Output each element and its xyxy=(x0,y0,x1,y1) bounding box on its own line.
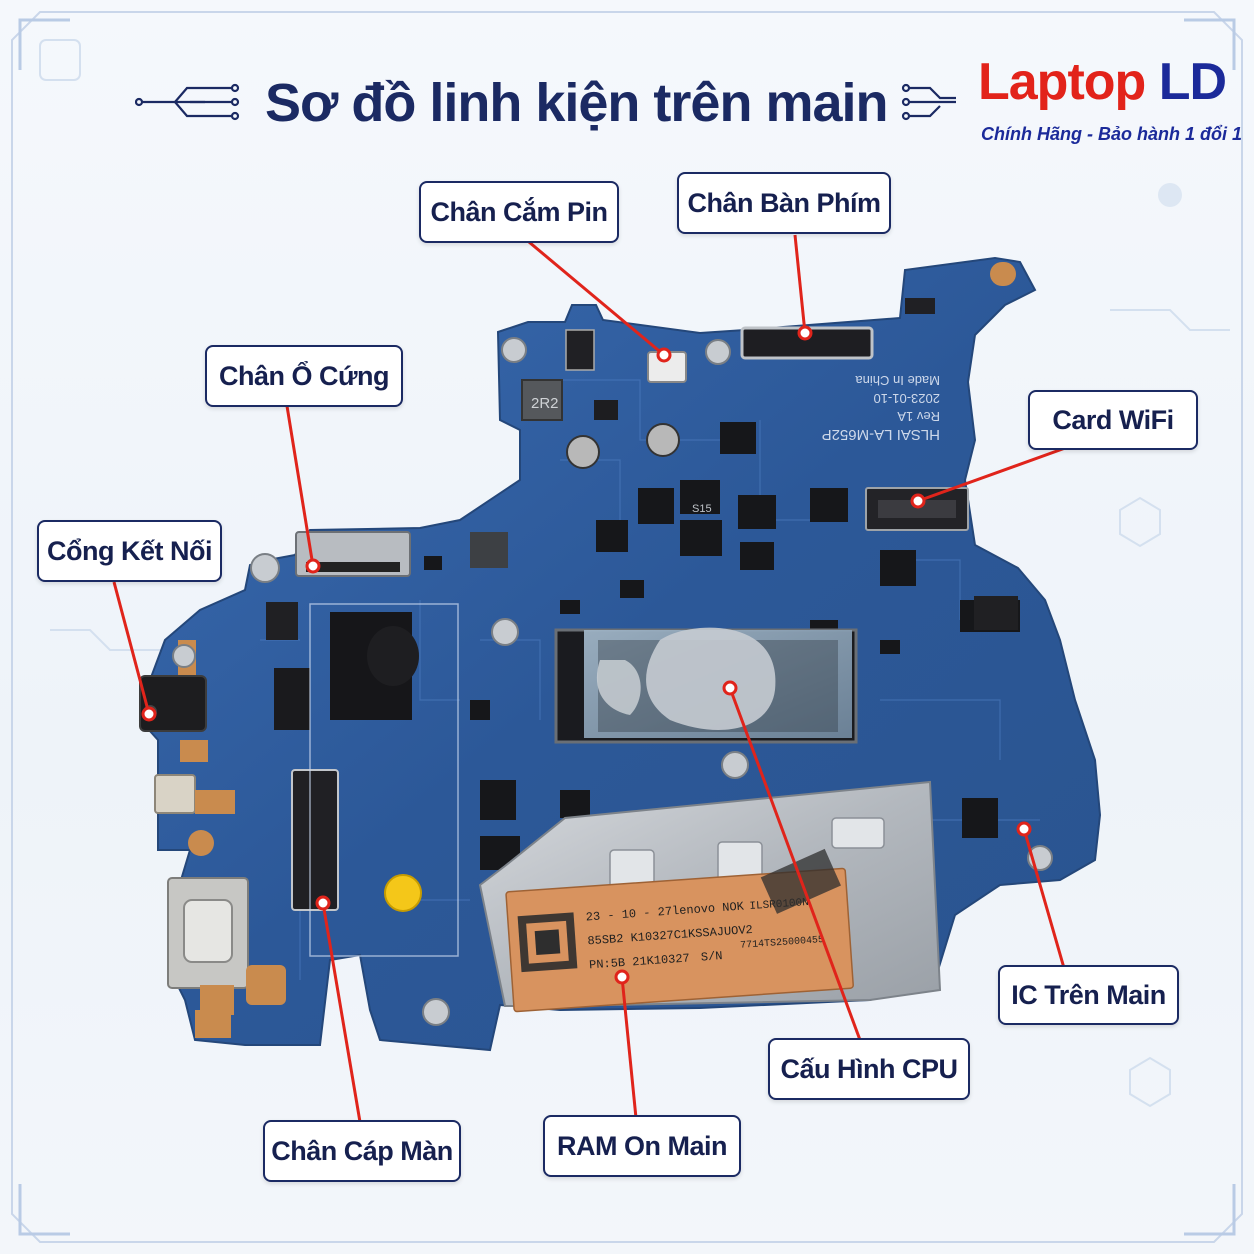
board-rev-marking: Rev 1A xyxy=(897,409,940,424)
board-date-marking: 2023-01-10 xyxy=(874,391,941,406)
brand-logo: Laptop LD xyxy=(978,52,1227,112)
page-title: Sơ đồ linh kiện trên main xyxy=(265,73,888,133)
callout-chan-ban-phim: Chân Bàn Phím xyxy=(677,172,891,234)
leader-dot-chan-ban-phim xyxy=(797,325,813,341)
mosfet-marking: S15 xyxy=(692,503,712,515)
leader-chan-cap-man xyxy=(321,902,362,1123)
callout-chan-cap-man: Chân Cáp Màn xyxy=(263,1120,461,1182)
leader-chan-o-cung xyxy=(285,405,315,567)
leader-card-wifi xyxy=(917,445,1069,503)
board-origin-marking: Made In China xyxy=(855,373,940,388)
callout-cong-ket-noi: Cổng Kết Nối xyxy=(37,520,222,582)
callout-chan-o-cung: Chân Ổ Cứng xyxy=(205,345,403,407)
leader-cau-hinh-cpu xyxy=(728,687,862,1041)
circuit-deco-left xyxy=(135,83,240,121)
leader-dot-card-wifi xyxy=(910,493,926,509)
circuit-deco-right xyxy=(901,83,956,121)
inductor-marking: 2R2 xyxy=(531,395,559,412)
leader-chan-cam-pin xyxy=(528,240,665,357)
leader-dot-cau-hinh-cpu xyxy=(722,680,738,696)
leader-ram-on-main xyxy=(620,976,638,1119)
brand-name-blue: LD xyxy=(1158,53,1227,111)
leader-dot-chan-cam-pin xyxy=(656,347,672,363)
board-model-marking: HLSAI LA-M652P xyxy=(822,426,940,443)
decorative-frame xyxy=(11,11,1243,1243)
callout-ic-tren-main: IC Trên Main xyxy=(998,965,1179,1025)
leader-dot-cong-ket-noi xyxy=(141,706,157,722)
brand-tagline: Chính Hãng - Bảo hành 1 đổi 1 xyxy=(981,124,1242,144)
callout-cau-hinh-cpu: Cấu Hình CPU xyxy=(768,1038,970,1100)
callout-ram-on-main: RAM On Main xyxy=(543,1115,741,1177)
leader-dot-chan-cap-man xyxy=(315,895,331,911)
ram-sticker-line3b: S/N xyxy=(700,949,723,964)
leader-dot-ram-on-main xyxy=(614,969,630,985)
leader-chan-ban-phim xyxy=(793,234,807,334)
callout-card-wifi: Card WiFi xyxy=(1028,390,1198,450)
callout-chan-cam-pin: Chân Cắm Pin xyxy=(419,181,619,243)
leader-dot-ic-tren-main xyxy=(1016,821,1032,837)
leader-ic-tren-main xyxy=(1022,828,1066,969)
leader-cong-ket-noi xyxy=(112,581,151,715)
brand-name-red: Laptop xyxy=(978,53,1146,111)
leader-dot-chan-o-cung xyxy=(305,558,321,574)
